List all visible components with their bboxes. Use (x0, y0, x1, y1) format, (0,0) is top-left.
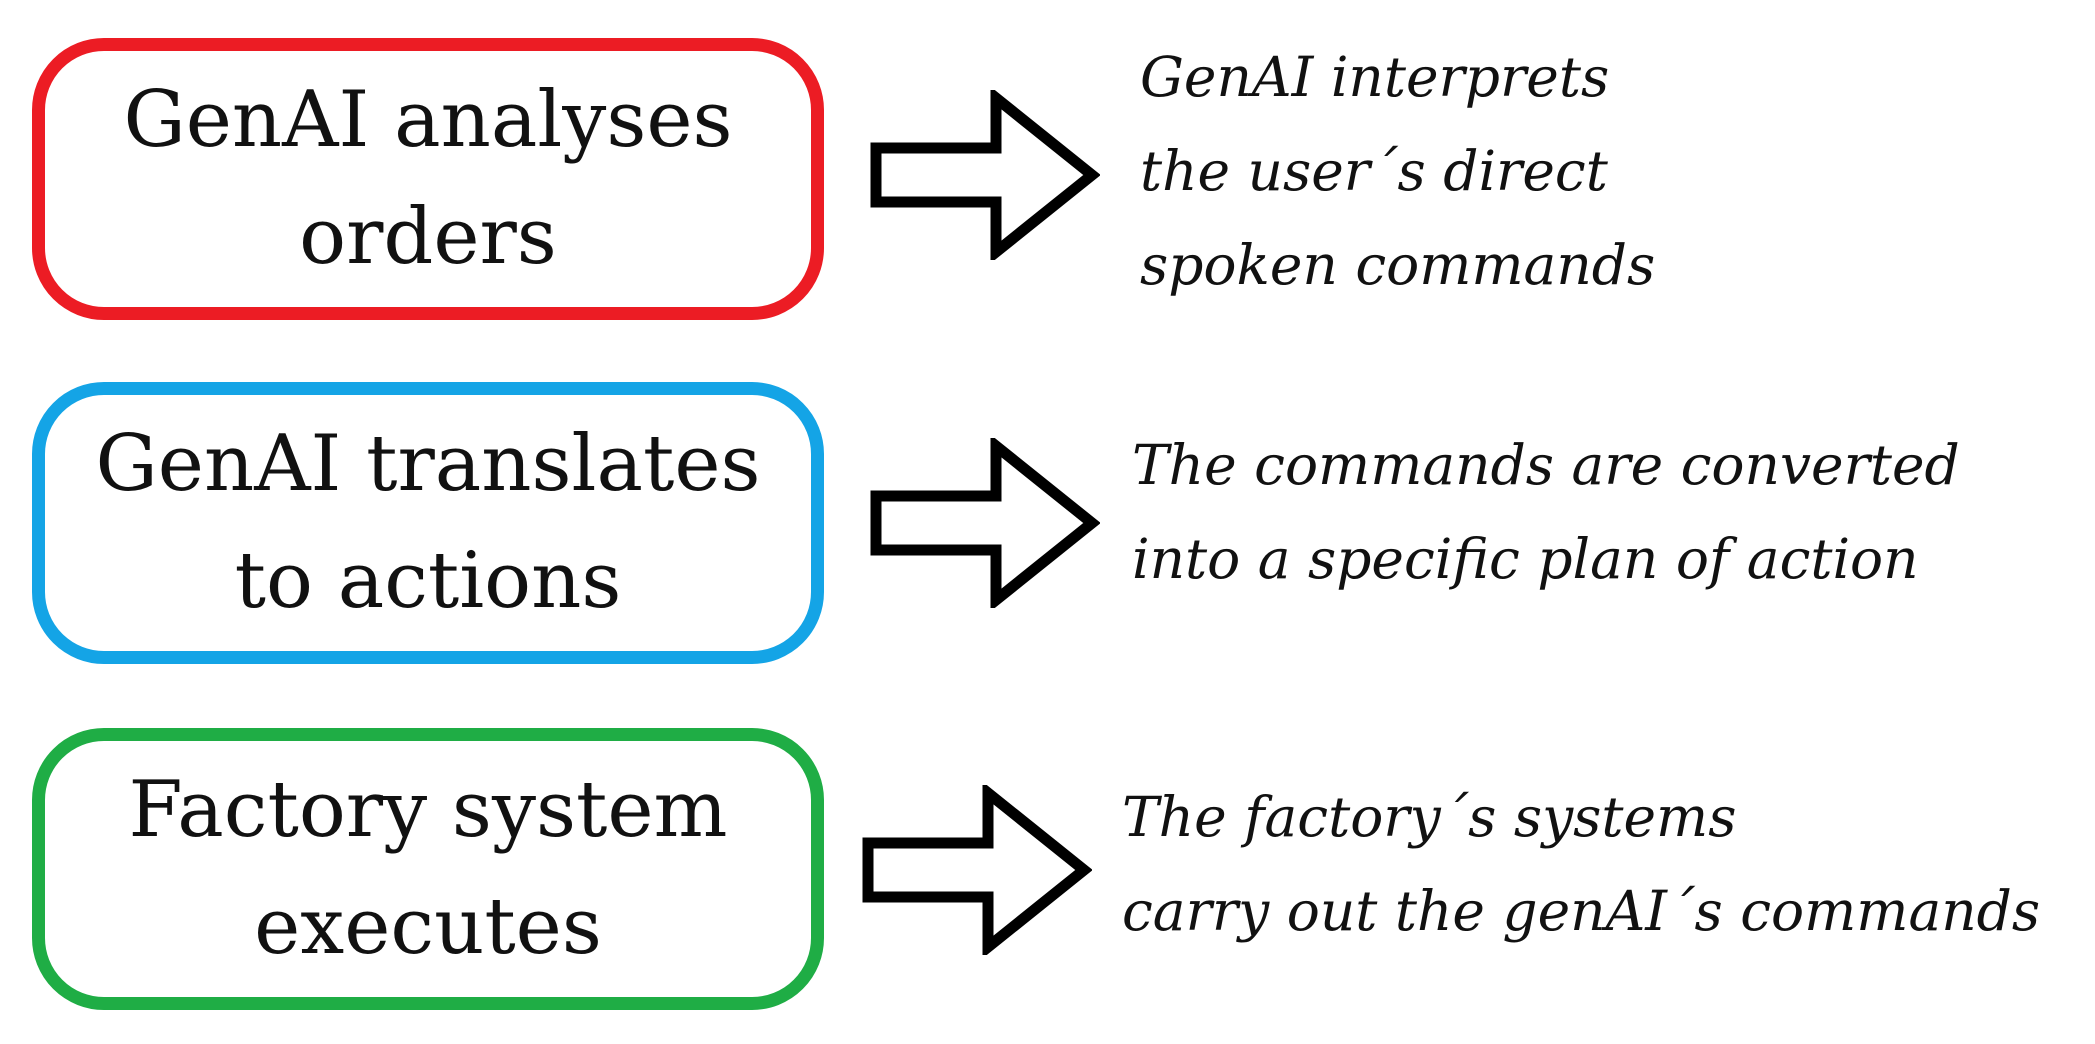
step-1-description-line-1: GenAI interprets (1140, 45, 1610, 109)
step-1-box-line-1: GenAI analyses (123, 75, 733, 165)
step-2-box-line-2: to actions (234, 536, 622, 626)
right-arrow-icon (870, 438, 1100, 608)
step-3-box-line-1: Factory system (128, 765, 728, 855)
right-arrow-icon (862, 785, 1092, 955)
step-3-description: The factory´s systems carry out the genA… (1122, 770, 2040, 958)
right-arrow-icon (870, 90, 1100, 260)
step-1-box: GenAI analyses orders (32, 38, 824, 320)
step-3-box: Factory system executes (32, 728, 824, 1010)
step-3-box-line-2: executes (254, 882, 602, 972)
step-2-box-line-1: GenAI translates (95, 419, 761, 509)
step-1-description-line-3: spoken commands (1140, 233, 1656, 297)
step-3-description-line-2: carry out the genAI´s commands (1122, 879, 2041, 943)
step-1-description: GenAI interprets the user´s direct spoke… (1140, 30, 1655, 312)
step-2-box: GenAI translates to actions (32, 382, 824, 664)
step-2-description-line-2: into a specific plan of action (1132, 527, 1919, 591)
step-1-description-line-2: the user´s direct (1140, 139, 1608, 203)
step-2-description: The commands are converted into a specif… (1132, 418, 1960, 606)
step-3-description-line-1: The factory´s systems (1122, 785, 1737, 849)
step-2-description-line-1: The commands are converted (1132, 433, 1960, 497)
step-1-box-line-2: orders (299, 192, 557, 282)
